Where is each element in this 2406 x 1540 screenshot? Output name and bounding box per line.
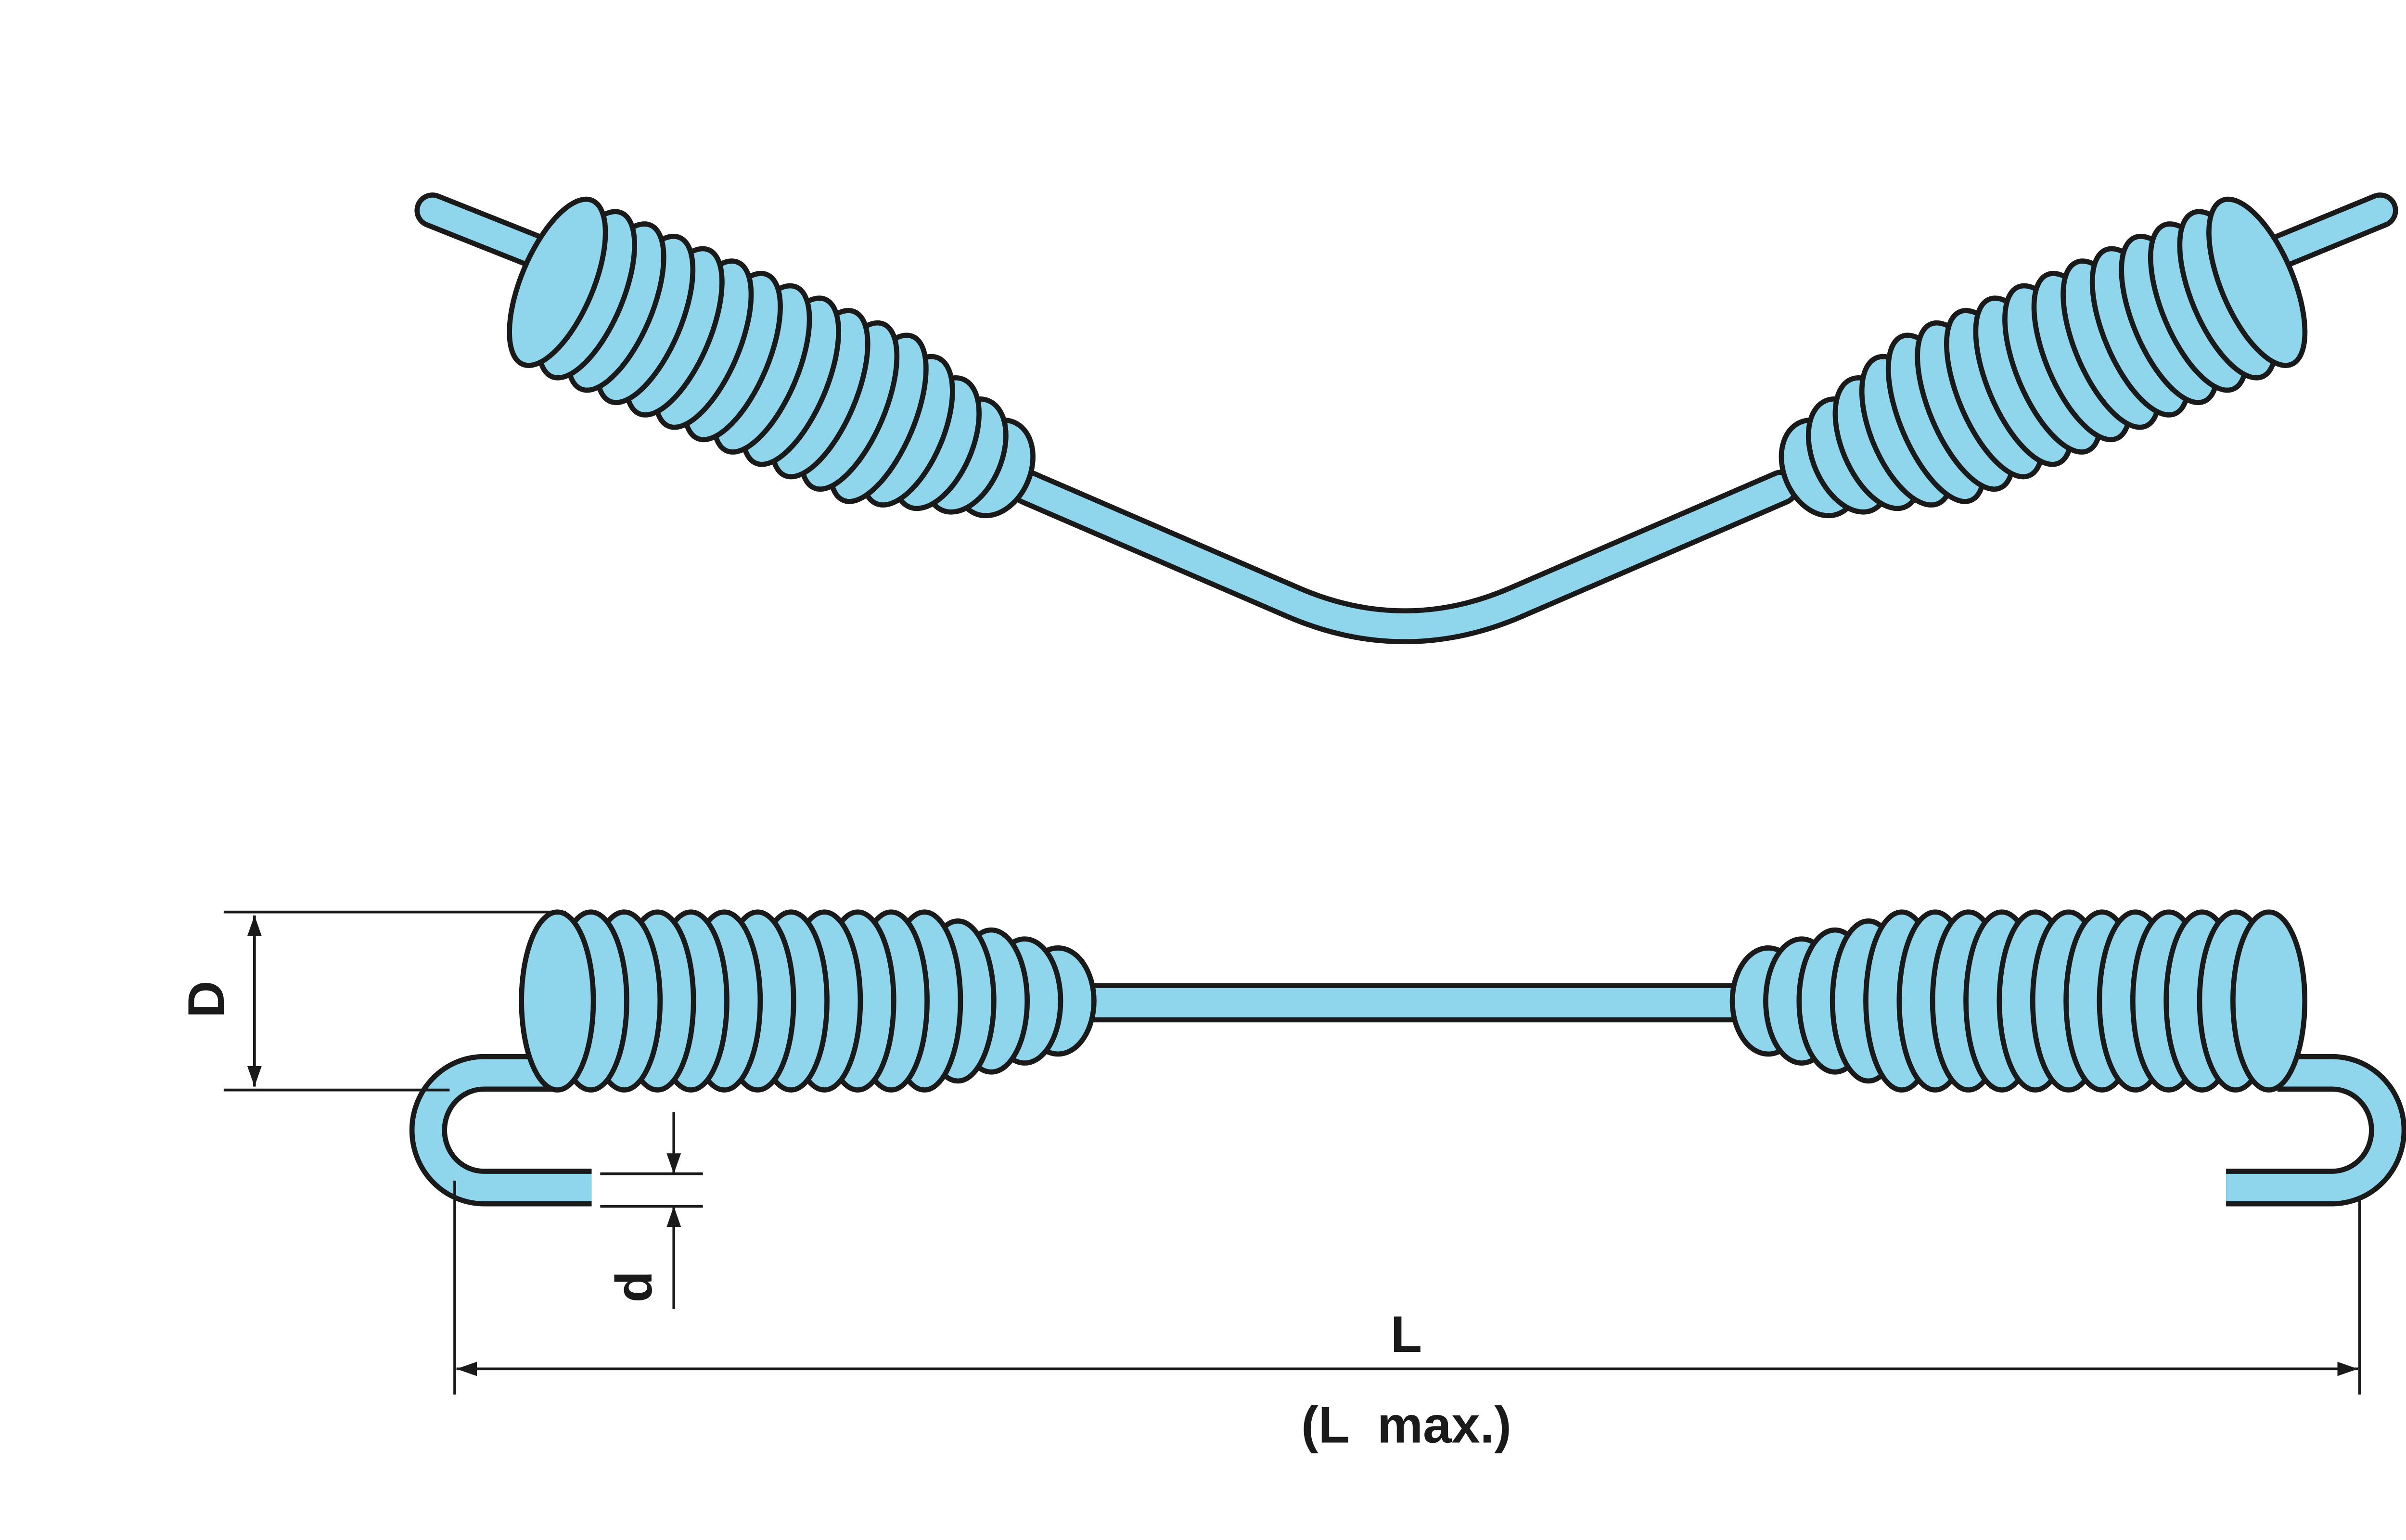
right-coil-body-bent — [1779, 196, 2308, 519]
dimension-label-L-max: (L max.) — [1301, 1396, 1511, 1453]
left-coil-body — [519, 909, 1097, 1093]
coil-turn — [507, 196, 608, 368]
left-coil-body-bent — [507, 196, 1036, 519]
coil-turn — [519, 909, 596, 1093]
coil-turn — [2206, 196, 2308, 368]
coil-turn — [2230, 909, 2308, 1093]
dimension-D: D — [177, 910, 566, 1092]
installed-bent-view — [414, 192, 2398, 644]
straight-side-view — [409, 909, 2406, 1207]
dimension-label-L: L — [1391, 1305, 1422, 1363]
dimension-label-d: d — [605, 1271, 663, 1302]
right-coil-body — [1729, 909, 2308, 1093]
dimension-d: d — [600, 1112, 703, 1309]
center-wire-straight — [1060, 983, 1767, 1023]
dimension-L: L (L max.) — [453, 1181, 2361, 1453]
center-wire-bent — [1010, 470, 1799, 644]
left-hook — [409, 1054, 592, 1207]
dimension-label-D: D — [177, 981, 235, 1018]
right-hook — [2226, 1054, 2406, 1207]
